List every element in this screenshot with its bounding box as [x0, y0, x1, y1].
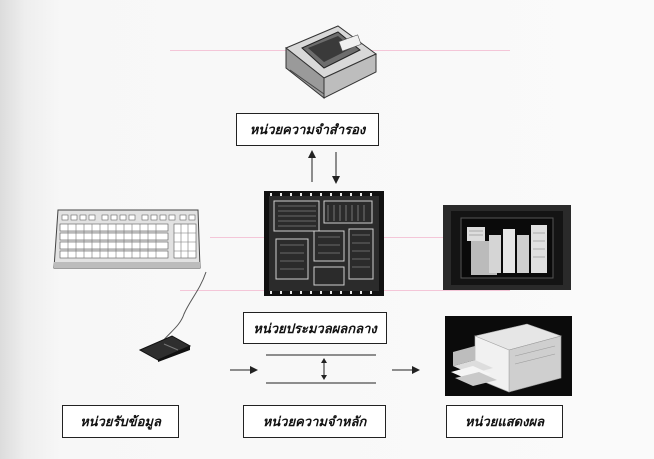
- keyboard-photo: [52, 206, 202, 272]
- output-arrow: [390, 364, 420, 376]
- main-memory-symbol: [262, 352, 380, 386]
- output-unit-label: หน่วยแสดงผล: [446, 405, 563, 438]
- secondary-storage-label: หน่วยความจำสำรอง: [236, 113, 379, 146]
- main-memory-label: หน่วยความจำหลัก: [243, 405, 386, 438]
- disk-drive-photo: [280, 18, 380, 103]
- input-unit-label: หน่วยรับข้อมูล: [62, 405, 179, 438]
- cpu-label: หน่วยประมวลผลกลาง: [243, 312, 387, 344]
- storage-cpu-arrows: [300, 150, 350, 186]
- input-arrow: [228, 364, 258, 376]
- monitor-photo: [443, 205, 571, 290]
- printer-photo: [445, 316, 572, 396]
- cpu-chip-photo: [264, 191, 384, 296]
- mouse-photo: [138, 334, 192, 362]
